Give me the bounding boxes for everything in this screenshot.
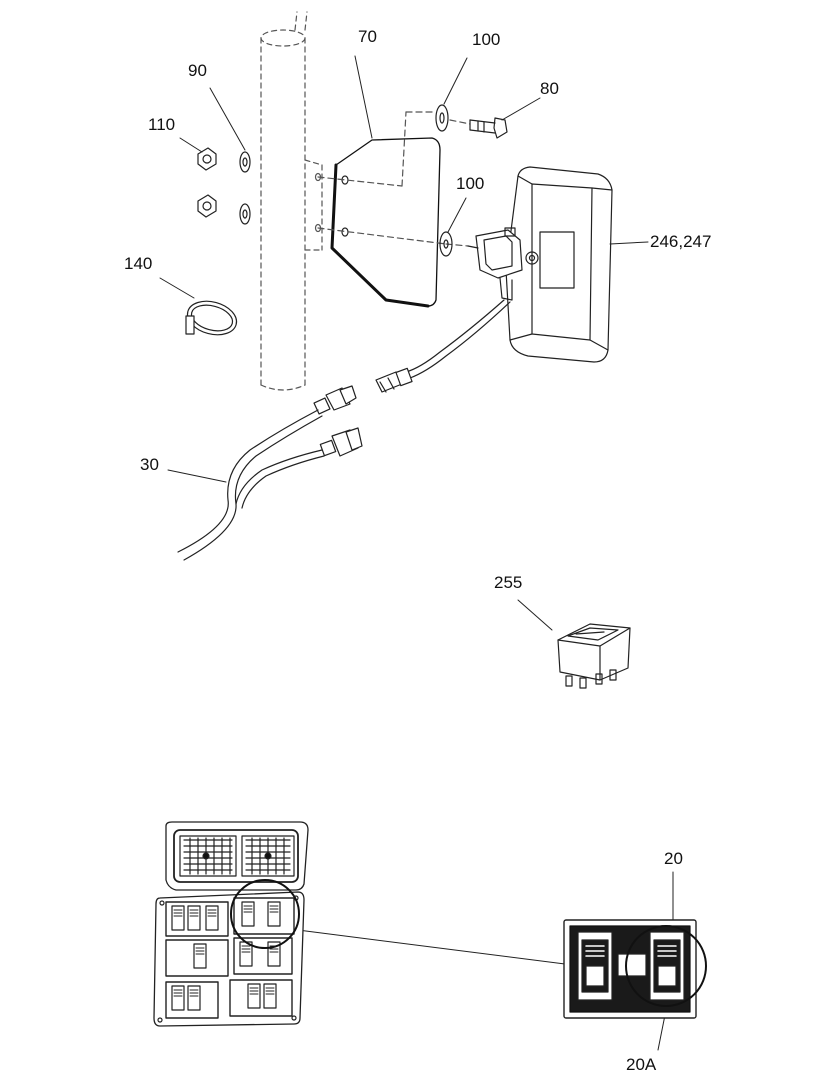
connector-power bbox=[319, 427, 363, 457]
callout-140: 140 bbox=[124, 254, 153, 273]
rocker-switches bbox=[171, 901, 281, 1011]
relay bbox=[557, 623, 631, 689]
switch-detail bbox=[563, 919, 707, 1019]
bracket-plate bbox=[314, 137, 441, 308]
callout-100-top: 100 bbox=[472, 30, 501, 49]
callout-80: 80 bbox=[540, 79, 559, 98]
callout-246-247: 246,247 bbox=[650, 232, 712, 251]
callout-30: 30 bbox=[140, 455, 159, 474]
callout-20a: 20A bbox=[626, 1055, 657, 1074]
leader-lines bbox=[159, 55, 674, 1051]
callout-20: 20 bbox=[664, 849, 683, 868]
washer-lower bbox=[439, 231, 453, 257]
connector-lamp-side bbox=[375, 367, 413, 393]
callout-100-lower: 100 bbox=[456, 174, 485, 193]
lock-washer-lower bbox=[239, 203, 251, 225]
callout-90: 90 bbox=[188, 61, 207, 80]
nut-upper bbox=[197, 147, 217, 171]
work-lamp bbox=[467, 166, 613, 363]
lamp-wire bbox=[405, 299, 511, 379]
bolt bbox=[469, 117, 508, 139]
vent-left bbox=[179, 835, 237, 877]
vent-right bbox=[241, 835, 295, 877]
callout-70: 70 bbox=[358, 27, 377, 46]
cable-tie bbox=[185, 300, 238, 336]
callout-255: 255 bbox=[494, 573, 523, 592]
connector-harness-side bbox=[313, 385, 357, 415]
washer-top bbox=[435, 104, 449, 132]
nut-lower bbox=[197, 194, 217, 218]
lock-washer-upper bbox=[239, 151, 251, 173]
mounting-post bbox=[260, 11, 323, 391]
control-panel bbox=[153, 821, 309, 1027]
wiring-harness bbox=[177, 409, 325, 561]
assembly-lines bbox=[317, 111, 471, 247]
callout-110: 110 bbox=[148, 115, 176, 134]
